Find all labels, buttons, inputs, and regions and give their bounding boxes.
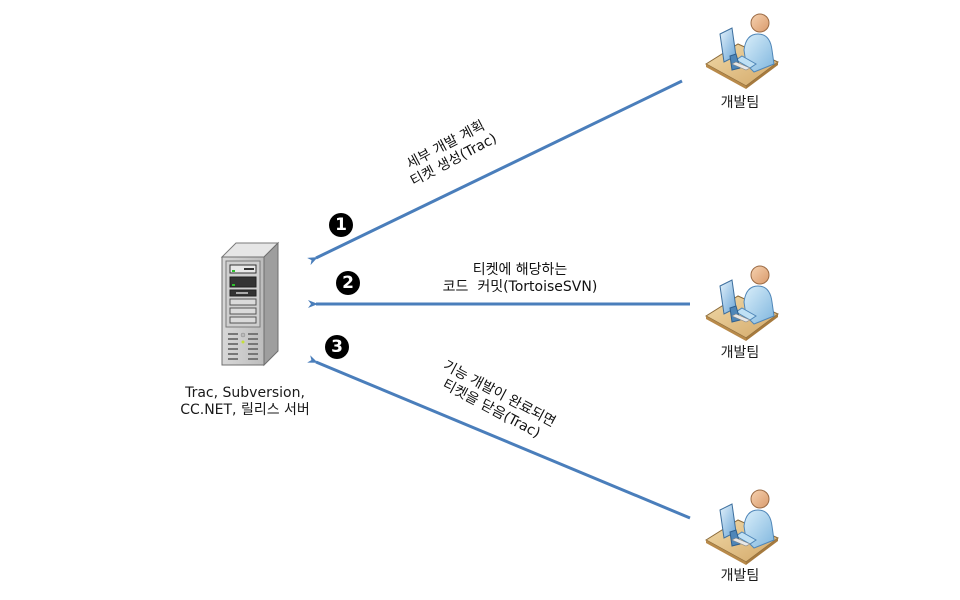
developer-at-desk-icon xyxy=(705,489,779,565)
team-label-2: 개발팀 xyxy=(720,345,760,361)
developer-at-desk-icon xyxy=(705,265,779,341)
server-tower-icon xyxy=(220,241,280,367)
team-label-3: 개발팀 xyxy=(720,568,760,584)
step-badge-2: 2 xyxy=(336,271,360,295)
arrow-step-1 xyxy=(307,79,683,266)
step-message-2: 티켓에 해당하는 코드 커밋(TortoiseSVN) xyxy=(442,262,598,295)
team-label-1: 개발팀 xyxy=(720,95,760,111)
step-badge-1: 1 xyxy=(329,213,353,237)
server-label: Trac, Subversion, CC.NET, 릴리스 서버 xyxy=(180,385,310,418)
developer-at-desk-icon xyxy=(705,13,779,89)
arrow-step-3 xyxy=(307,355,691,520)
step-badge-3: 3 xyxy=(325,335,349,359)
